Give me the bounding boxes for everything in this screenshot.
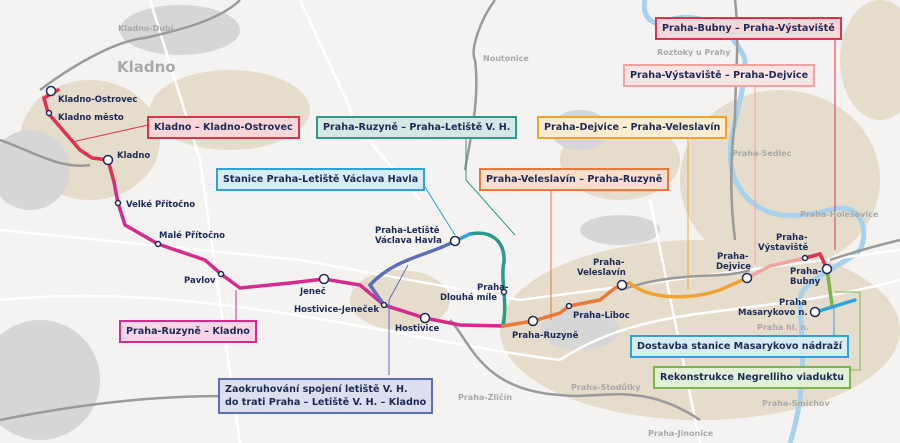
label-dejvice-veleslavin: Praha-Dejvice – Praha-Veleslavín bbox=[537, 116, 728, 139]
leader-lines bbox=[71, 37, 861, 375]
label-ruzyne-kladno: Praha-Ruzyně – Kladno bbox=[119, 320, 257, 343]
station-dejvice: Praha-Dejvice bbox=[716, 252, 751, 272]
label-airport-loop: Zaokruhování spojení letiště V. H. do tr… bbox=[218, 378, 434, 414]
station-pavlov: Pavlov bbox=[184, 276, 216, 286]
label-ruzyne-letiste: Praha-Ruzyně – Praha-Letiště V. H. bbox=[316, 116, 518, 139]
station-hostivice-jenecek: Hostivice-Jeneček bbox=[294, 304, 379, 315]
label-letiste-station: Stanice Praha-Letiště Václava Havla bbox=[216, 168, 426, 191]
segment-ruzyne-kladno bbox=[112, 180, 505, 328]
label-vystaviste-dejvice: Praha-Výstaviště – Praha-Dejvice bbox=[623, 64, 816, 87]
place-kladno: Kladno bbox=[117, 58, 176, 76]
place-kladno-dubi: Kladno-Dubí bbox=[118, 24, 175, 33]
place-jinonice: Praha-Jinonice bbox=[648, 429, 714, 438]
label-bubny-vystaviste: Praha-Bubny – Praha-Výstaviště bbox=[655, 17, 842, 40]
place-smichov: Praha-Smíchov bbox=[762, 399, 830, 408]
station-kladno-ostrovec: Kladno-Ostrovec bbox=[58, 95, 137, 105]
station-jenec: Jeneč bbox=[299, 286, 326, 297]
segment-vystaviste-dejvice bbox=[745, 256, 807, 280]
station-veleslavin: Praha-Veleslavín bbox=[577, 258, 626, 278]
station-vystaviste: Praha-Výstaviště bbox=[758, 233, 809, 253]
station-kladno-mesto: Kladno město bbox=[58, 112, 124, 123]
place-stodulky: Praha-Stodůlky bbox=[571, 382, 641, 392]
place-zlicin: Praha-Zličín bbox=[458, 392, 512, 402]
place-noutonice: Noutonice bbox=[483, 54, 529, 63]
place-hl-n: Praha hl. n. bbox=[757, 323, 809, 332]
stations bbox=[45, 85, 833, 327]
route-segments bbox=[41, 88, 857, 328]
segment-negrelli bbox=[825, 267, 834, 307]
station-labels: Kladno-Ostrovec Kladno město Kladno Velk… bbox=[58, 95, 822, 341]
label-kladno-ostrovec: Kladno – Kladno-Ostrovec bbox=[147, 116, 300, 139]
place-labels: Kladno-Dubí Kladno Noutonice Roztoky u P… bbox=[117, 24, 879, 438]
segment-airport-loop bbox=[367, 239, 457, 307]
segment-dejvice-veleslavin bbox=[628, 276, 749, 299]
station-male-pritocno: Malé Přítočno bbox=[159, 230, 225, 241]
place-holesovice: Praha-Holešovice bbox=[800, 209, 879, 219]
label-negrelli: Rekonstrukce Negrelliho viaduktu bbox=[653, 366, 851, 389]
label-veleslavin-ruzyne: Praha-Veleslavín – Praha-Ruzyně bbox=[479, 168, 670, 191]
label-airport-loop-line2: do trati Praha – Letiště V. H. – Kladno bbox=[225, 397, 427, 408]
station-bubny: Praha-Bubny bbox=[790, 267, 822, 287]
station-ruzyne: Praha-Ruzyně bbox=[512, 330, 579, 341]
station-liboc: Praha-Liboc bbox=[573, 311, 630, 321]
station-velke-pritocno: Velké Přítočno bbox=[126, 199, 195, 210]
segment-masarykovo bbox=[814, 298, 857, 314]
station-hostivice: Hostivice bbox=[395, 324, 439, 334]
place-roztoky: Roztoky u Prahy bbox=[657, 48, 731, 57]
label-masarykovo: Dostavba stanice Masarykovo nádraží bbox=[630, 335, 850, 358]
label-airport-loop-line1: Zaokruhování spojení letiště V. H. bbox=[225, 384, 408, 395]
place-sedlec: Praha-Sedlec bbox=[732, 149, 792, 158]
segment-bubny-vystaviste bbox=[803, 251, 829, 271]
station-dlouha-mile: Praha-Dlouhá míle bbox=[440, 283, 509, 303]
station-kladno: Kladno bbox=[117, 151, 150, 161]
segment-ruzyne-letiste bbox=[468, 231, 507, 328]
